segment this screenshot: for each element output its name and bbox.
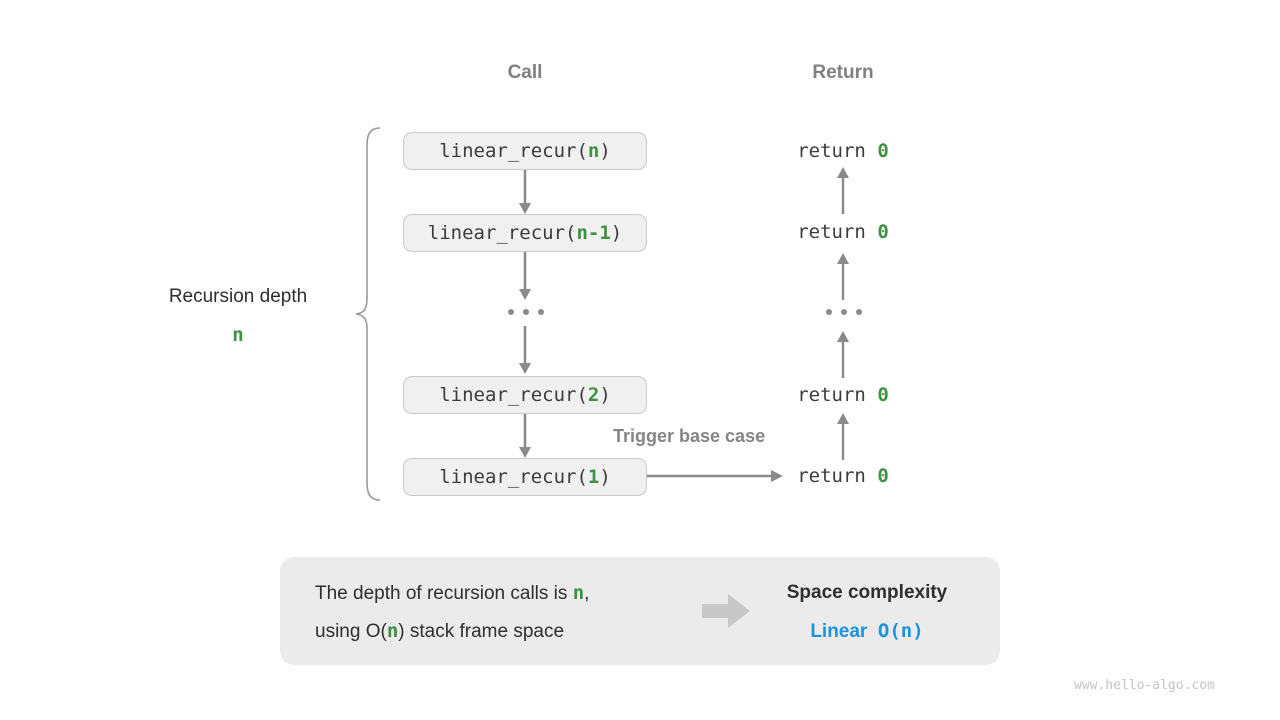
return-label-1: return 0 — [743, 140, 943, 162]
call-column-header: Call — [507, 62, 543, 83]
return-keyword: return — [797, 221, 878, 243]
return-label-2: return 0 — [743, 221, 943, 243]
return-value: 0 — [877, 140, 889, 162]
call-arrow-down-icon-2 — [519, 252, 531, 300]
call-frame-box-2[interactable]: linear_recur(n-1) — [403, 214, 647, 252]
summary-line-1: The depth of recursion calls is n, — [315, 582, 589, 605]
call-frame-prefix: linear_recur( — [427, 222, 577, 244]
base-case-arrow-right-icon — [647, 470, 783, 482]
call-frame-box-1[interactable]: linear_recur(n) — [403, 132, 647, 170]
summary-line-2-open: O( — [365, 621, 387, 642]
return-value: 0 — [877, 221, 889, 243]
return-arrow-up-icon-2 — [837, 253, 849, 300]
call-frame-arg: 2 — [587, 384, 600, 406]
call-frame-suffix: ) — [599, 140, 611, 162]
call-frame-box-4[interactable]: linear_recur(1) — [403, 458, 647, 496]
return-arrow-up-icon-3 — [837, 331, 849, 378]
summary-line-1-text-a: The depth of recursion calls is — [315, 583, 573, 604]
summary-panel — [280, 557, 1000, 665]
call-frame-prefix: linear_recur( — [439, 466, 588, 488]
call-arrow-down-icon-3 — [519, 326, 531, 374]
return-arrow-up-icon-4 — [837, 413, 849, 460]
return-keyword: return — [797, 465, 878, 487]
summary-line-2-close: ) — [398, 621, 405, 642]
return-value: 0 — [877, 465, 889, 487]
complexity-name: Linear — [810, 621, 868, 642]
return-arrow-up-icon-1 — [837, 167, 849, 214]
call-frame-suffix: ) — [610, 222, 623, 244]
summary-line-2: using O(n) stack frame space — [315, 620, 564, 643]
return-label-3: return 0 — [743, 384, 943, 406]
return-ellipsis-icon — [826, 309, 862, 315]
summary-line-2-text-a: using — [315, 621, 366, 642]
call-frame-prefix: linear_recur( — [439, 140, 588, 162]
summary-line-2-n: n — [386, 620, 399, 642]
call-frame-arg: n-1 — [576, 222, 611, 244]
call-frame-suffix: ) — [599, 384, 611, 406]
call-arrow-down-icon-1 — [519, 170, 531, 214]
call-frame-arg: n — [587, 140, 600, 162]
recursion-depth-value: n — [232, 324, 244, 346]
recursion-depth-label: Recursion depth — [168, 286, 308, 307]
space-complexity-result: Linear O(n) — [767, 620, 967, 643]
call-frame-arg: 1 — [587, 466, 600, 488]
call-ellipsis-icon — [508, 309, 544, 315]
return-keyword: return — [797, 384, 878, 406]
complexity-notation: O(n) — [877, 620, 924, 642]
return-value: 0 — [877, 384, 889, 406]
summary-line-1-n: n — [572, 582, 585, 604]
return-label-4: return 0 — [743, 465, 943, 487]
call-frame-prefix: linear_recur( — [439, 384, 588, 406]
call-frame-suffix: ) — [599, 466, 611, 488]
summary-line-2-text-b: stack frame space — [404, 621, 565, 642]
return-keyword: return — [797, 140, 878, 162]
summary-block-arrow-right-icon — [702, 594, 750, 628]
recursion-depth-brace — [355, 127, 381, 501]
space-complexity-title: Space complexity — [786, 582, 948, 603]
return-column-header: Return — [812, 62, 874, 83]
trigger-base-case-label: Trigger base case — [613, 426, 766, 446]
call-frame-box-3[interactable]: linear_recur(2) — [403, 376, 647, 414]
call-arrow-down-icon-4 — [519, 414, 531, 458]
summary-line-1-text-b: , — [584, 583, 590, 604]
site-watermark: www.hello-algo.com — [1074, 678, 1215, 693]
